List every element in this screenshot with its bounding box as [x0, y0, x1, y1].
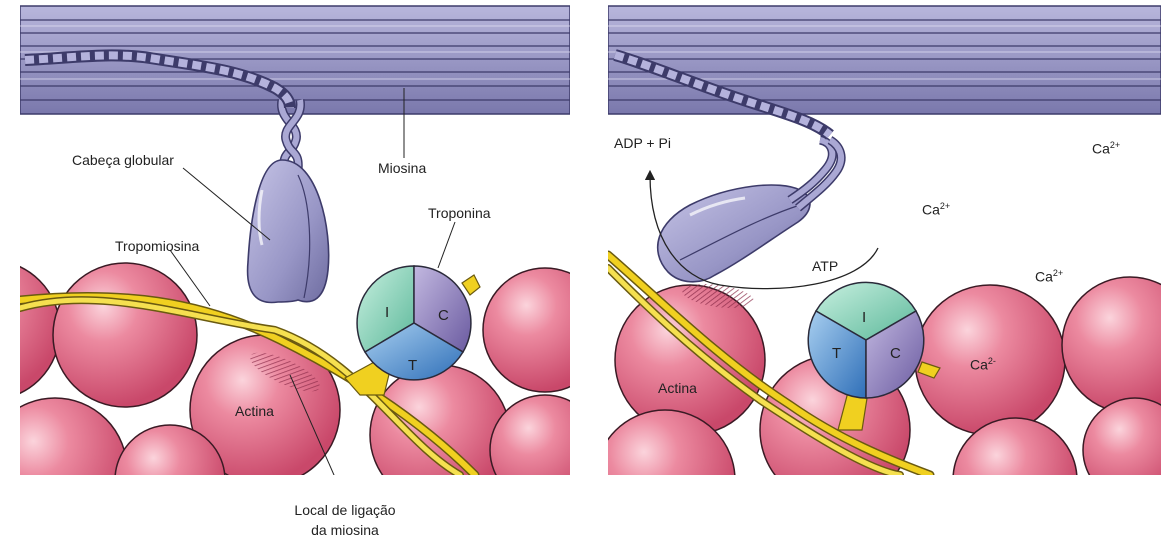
troponin-i-label: I	[862, 309, 866, 326]
actin-monomer	[490, 395, 600, 505]
label-actina-right: Actina	[658, 380, 697, 396]
label-atp: ATP	[812, 258, 838, 274]
label-adp-pi: ADP + Pi	[614, 135, 671, 151]
troponin-c-label: C	[890, 345, 901, 362]
troponin-c-nub	[462, 275, 480, 295]
label-local-ligacao: Local de ligação da miosina	[275, 502, 415, 538]
calcium-charge: 2+	[1053, 268, 1063, 278]
left-panel	[0, 6, 607, 542]
actin-monomer	[115, 425, 225, 535]
calcium-symbol: Ca	[1092, 141, 1110, 157]
actin-monomer	[53, 263, 197, 407]
calcium-symbol: Ca	[1035, 269, 1053, 285]
label-cabeca-globular: Cabeça globular	[72, 152, 174, 168]
right-panel	[595, 6, 1161, 544]
actin-monomer	[483, 268, 607, 392]
myosin-thick-filament-right	[608, 6, 1161, 114]
troponin-c-label: C	[438, 307, 449, 324]
troponin-complex-right	[808, 282, 924, 398]
label-calcium: Ca2+	[1035, 265, 1063, 285]
calcium-symbol: Ca	[970, 357, 988, 373]
calcium-symbol: Ca	[922, 202, 940, 218]
leader-troponina	[438, 222, 455, 268]
label-local-line2: da miosina	[275, 522, 415, 538]
actin-monomer	[0, 260, 60, 400]
troponin-t-label: T	[408, 357, 417, 374]
actin-monomer	[0, 398, 127, 542]
calcium-charge: 2+	[940, 201, 950, 211]
label-calcium: Ca2+	[1092, 137, 1120, 157]
actin-monomer	[595, 410, 735, 544]
troponin-i-label: I	[385, 304, 389, 321]
troponin-t-label: T	[832, 345, 841, 362]
actin-monomer	[1062, 277, 1161, 413]
label-actina-left: Actina	[235, 403, 274, 419]
actin-monomer	[953, 418, 1077, 542]
calcium-charge: 2+	[1110, 140, 1120, 150]
actin-monomer	[370, 365, 510, 505]
label-calcium-bound: Ca2-	[970, 353, 996, 373]
label-calcium: Ca2+	[922, 198, 950, 218]
actin-monomer	[1083, 398, 1161, 502]
label-tropomiosina: Tropomiosina	[115, 238, 199, 254]
label-troponina: Troponina	[428, 205, 491, 221]
label-miosina: Miosina	[378, 160, 426, 176]
calcium-charge: 2-	[988, 356, 996, 366]
myosin-head-left	[248, 100, 329, 303]
label-local-line1: Local de ligação	[275, 502, 415, 518]
actin-monomer	[615, 285, 765, 435]
